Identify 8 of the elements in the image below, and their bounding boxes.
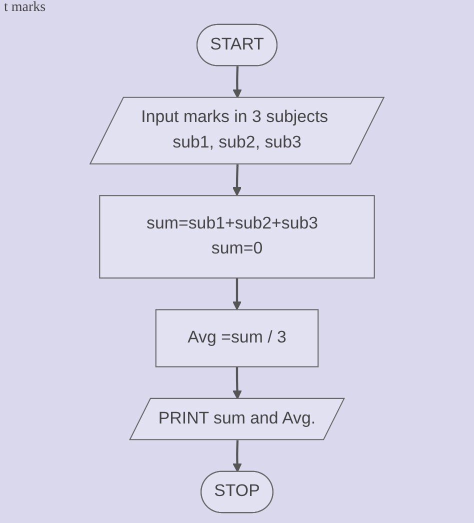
node-box: sum=sub1+sub2+sub3 sum=0 [99, 195, 375, 279]
arrow [232, 440, 242, 472]
arrow [232, 66, 242, 98]
arrow [232, 366, 242, 400]
node-box: Avg =sum / 3 [155, 309, 319, 368]
arrow [232, 164, 242, 196]
page-text: t marks [4, 0, 46, 16]
arrow [232, 278, 242, 310]
